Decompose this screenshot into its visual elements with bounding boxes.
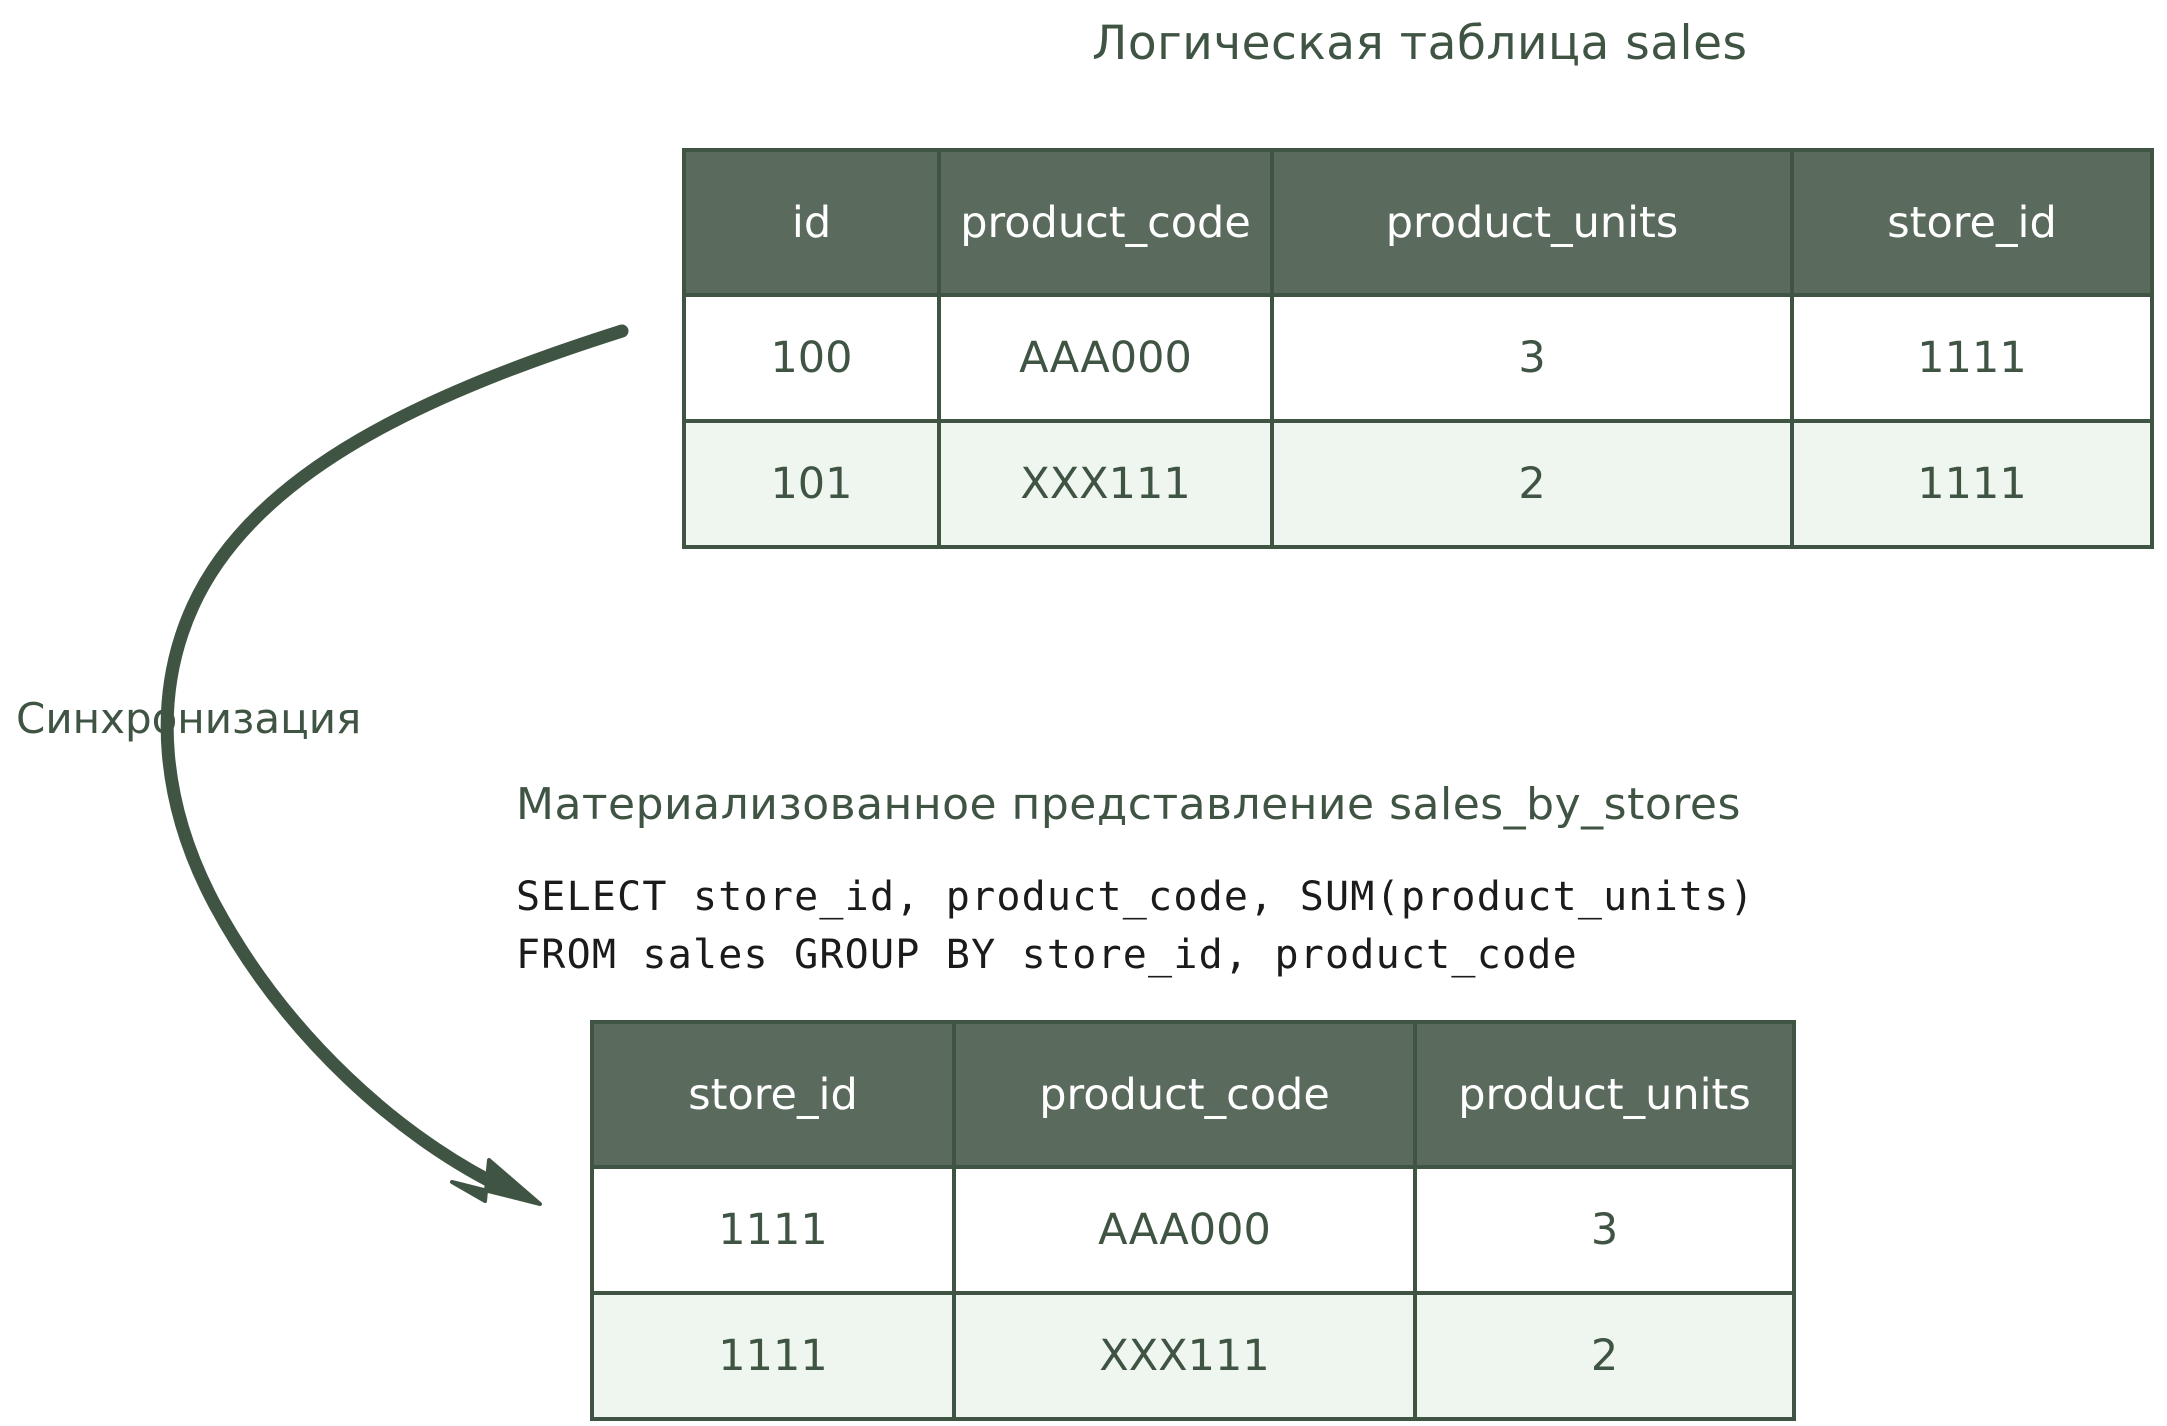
cell-store-id: 1111 [590, 1291, 956, 1421]
cell-store-id: 1111 [1790, 293, 2154, 423]
sync-label: Синхронизация [16, 694, 362, 743]
table-header-row: id product_code product_units store_id [682, 148, 2154, 297]
cell-id: 101 [682, 419, 941, 549]
sync-arrow-head [450, 1158, 542, 1206]
cell-store-id: 1111 [1790, 419, 2154, 549]
column-header-product-code: product_code [937, 148, 1274, 297]
table-row: 100 AAA000 3 1111 [682, 293, 2154, 423]
cell-product-code: AAA000 [952, 1165, 1417, 1295]
cell-product-code: AAA000 [937, 293, 1274, 423]
sql-query-text: SELECT store_id, product_code, SUM(produ… [516, 874, 1755, 978]
cell-product-units: 3 [1413, 1165, 1796, 1295]
table-row: 101 XXX111 2 1111 [682, 419, 2154, 549]
column-header-id: id [682, 148, 941, 297]
cell-product-units: 3 [1270, 293, 1794, 423]
column-header-product-units: product_units [1270, 148, 1794, 297]
column-header-store-id: store_id [590, 1020, 956, 1169]
cell-product-units: 2 [1270, 419, 1794, 549]
column-header-product-code: product_code [952, 1020, 1417, 1169]
column-header-product-units: product_units [1413, 1020, 1796, 1169]
table-row: 1111 XXX111 2 [590, 1291, 1796, 1421]
cell-store-id: 1111 [590, 1165, 956, 1295]
materialized-view-table: store_id product_code product_units 1111… [590, 1020, 1796, 1421]
materialized-view-title: Материализованное представление sales_by… [516, 779, 1741, 830]
logical-sales-table: id product_code product_units store_id 1… [682, 148, 2154, 549]
table-row: 1111 AAA000 3 [590, 1165, 1796, 1295]
cell-product-units: 2 [1413, 1291, 1796, 1421]
table-header-row: store_id product_code product_units [590, 1020, 1796, 1169]
cell-id: 100 [682, 293, 941, 423]
sync-arrow-curve [160, 324, 629, 1199]
logical-table-title: Логическая таблица sales [1092, 16, 1748, 71]
cell-product-code: XXX111 [952, 1291, 1417, 1421]
column-header-store-id: store_id [1790, 148, 2154, 297]
cell-product-code: XXX111 [937, 419, 1274, 549]
